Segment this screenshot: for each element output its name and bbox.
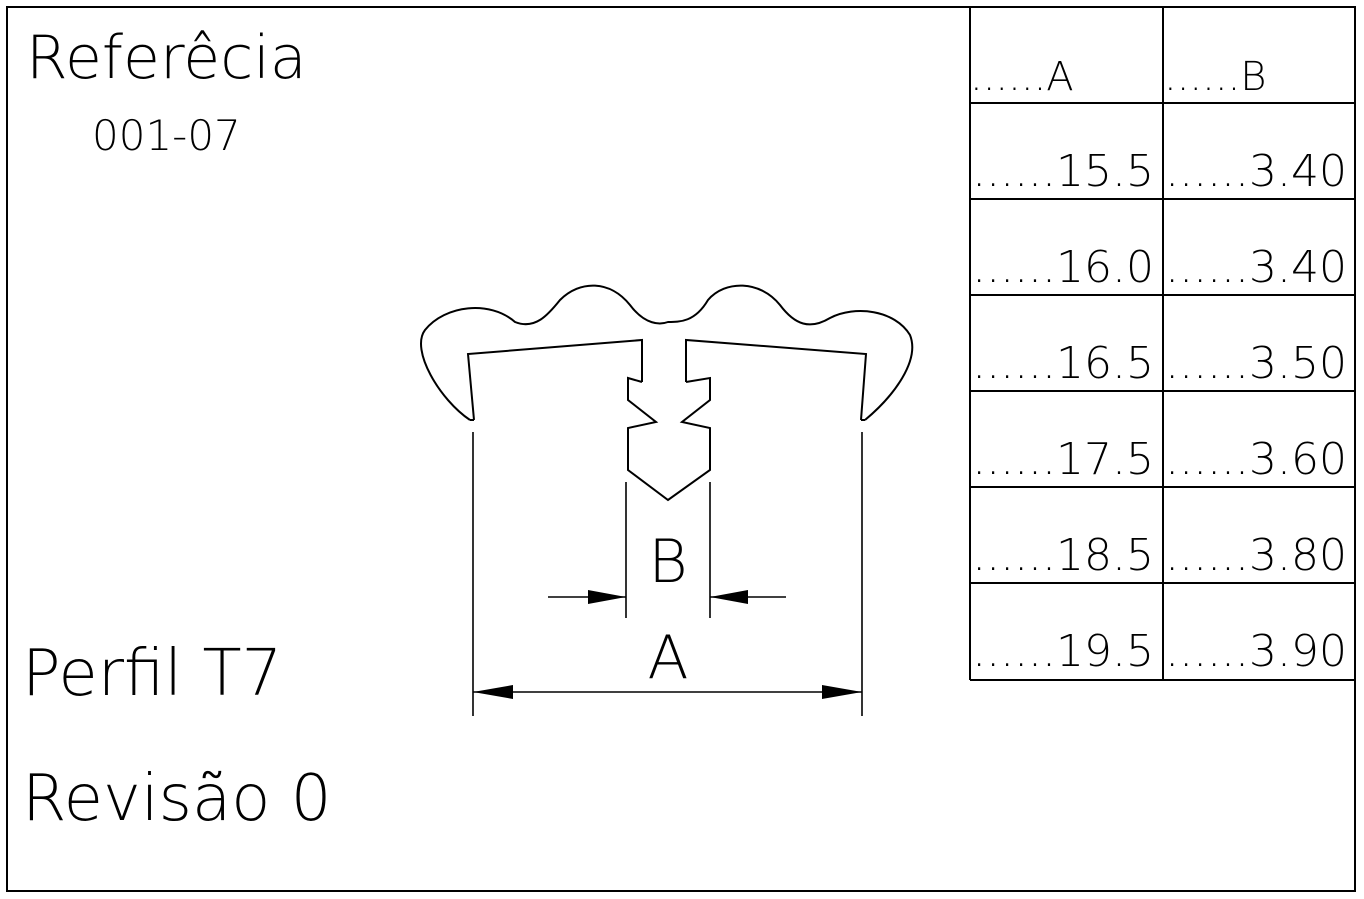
profile-barbed-stem [627, 376, 711, 502]
profile-scalloped-top [420, 284, 914, 421]
profile-label: Perfil T7 [22, 637, 282, 711]
table-cell-a: ......16.0 [972, 242, 1154, 293]
dim-a-label: A [647, 623, 688, 693]
revision-label: Revisão 0 [22, 762, 331, 836]
profile-right-lip [685, 338, 868, 421]
table-cell-a: ......19.5 [972, 626, 1154, 677]
dim-b-arrow-right [710, 590, 748, 604]
table-header-a: ......A [970, 54, 1074, 100]
dimension-table: ......A ......B ......15.5 ......3.40 ..… [969, 7, 1355, 681]
profile-cross-section [420, 284, 914, 502]
reference-code: 001-07 [92, 111, 241, 160]
table-cell-b: ......3.60 [1165, 434, 1347, 485]
profile-left-lip [466, 338, 643, 421]
table-cell-b: ......3.40 [1165, 146, 1347, 197]
dim-b-label: B [648, 527, 687, 597]
table-cell-b: ......3.80 [1165, 530, 1347, 581]
table-cell-b: ......3.50 [1165, 338, 1347, 389]
dim-b-arrow-left [588, 590, 626, 604]
reference-label: Referêcia [26, 23, 307, 93]
table-cell-b: ......3.90 [1165, 626, 1347, 677]
table-cell-a: ......18.5 [972, 530, 1154, 581]
table-cell-a: ......15.5 [972, 146, 1154, 197]
dim-a-arrow-left [473, 685, 513, 699]
sheet-border [6, 6, 1356, 892]
dimension-b: B [548, 482, 786, 618]
table-cell-a: ......16.5 [972, 338, 1154, 389]
table-cell-b: ......3.40 [1165, 242, 1347, 293]
dim-a-arrow-right [822, 685, 862, 699]
dimension-a: A [472, 432, 863, 716]
table-cell-a: ......17.5 [972, 434, 1154, 485]
table-header-b: ......B [1164, 54, 1266, 100]
